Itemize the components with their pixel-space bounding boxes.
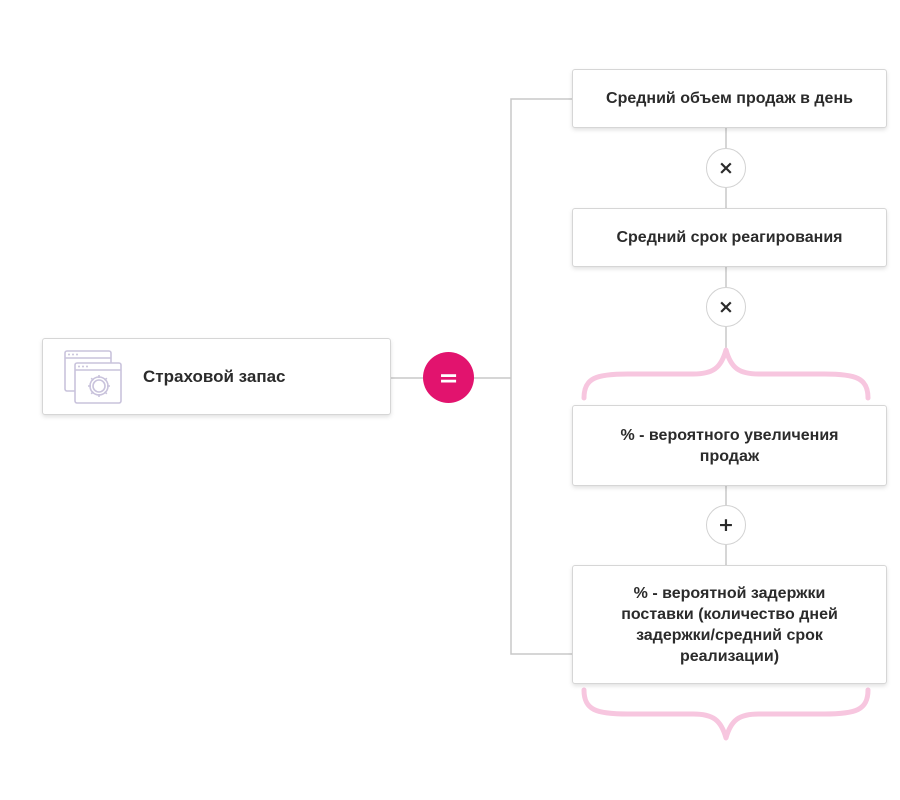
factor-box-avg-response-time: Средний срок реагирования bbox=[572, 208, 887, 267]
safety-stock-box: Страховой запас bbox=[42, 338, 391, 415]
factor-box-delivery-delay: % - вероятной задержки поставки (количес… bbox=[572, 565, 887, 684]
safety-stock-label: Страховой запас bbox=[143, 367, 286, 386]
factor-box-avg-daily-sales: Средний объем продаж в день bbox=[572, 69, 887, 128]
equals-sign: = bbox=[423, 352, 474, 403]
multiply-operator: × bbox=[706, 287, 746, 327]
settings-window-icon bbox=[64, 350, 122, 404]
factor-label: Средний объем продаж в день bbox=[606, 90, 853, 107]
factor-box-sales-increase: % - вероятного увеличения продаж bbox=[572, 405, 887, 486]
factor-label: % - вероятного увеличения продаж bbox=[620, 426, 839, 465]
multiply-operator: × bbox=[706, 148, 746, 188]
top-curly-brace bbox=[581, 347, 871, 401]
factor-label: % - вероятной задержки поставки (количес… bbox=[621, 584, 838, 665]
factor-label: Средний срок реагирования bbox=[616, 229, 843, 246]
bottom-curly-brace bbox=[581, 687, 871, 741]
plus-operator: + bbox=[706, 505, 746, 545]
